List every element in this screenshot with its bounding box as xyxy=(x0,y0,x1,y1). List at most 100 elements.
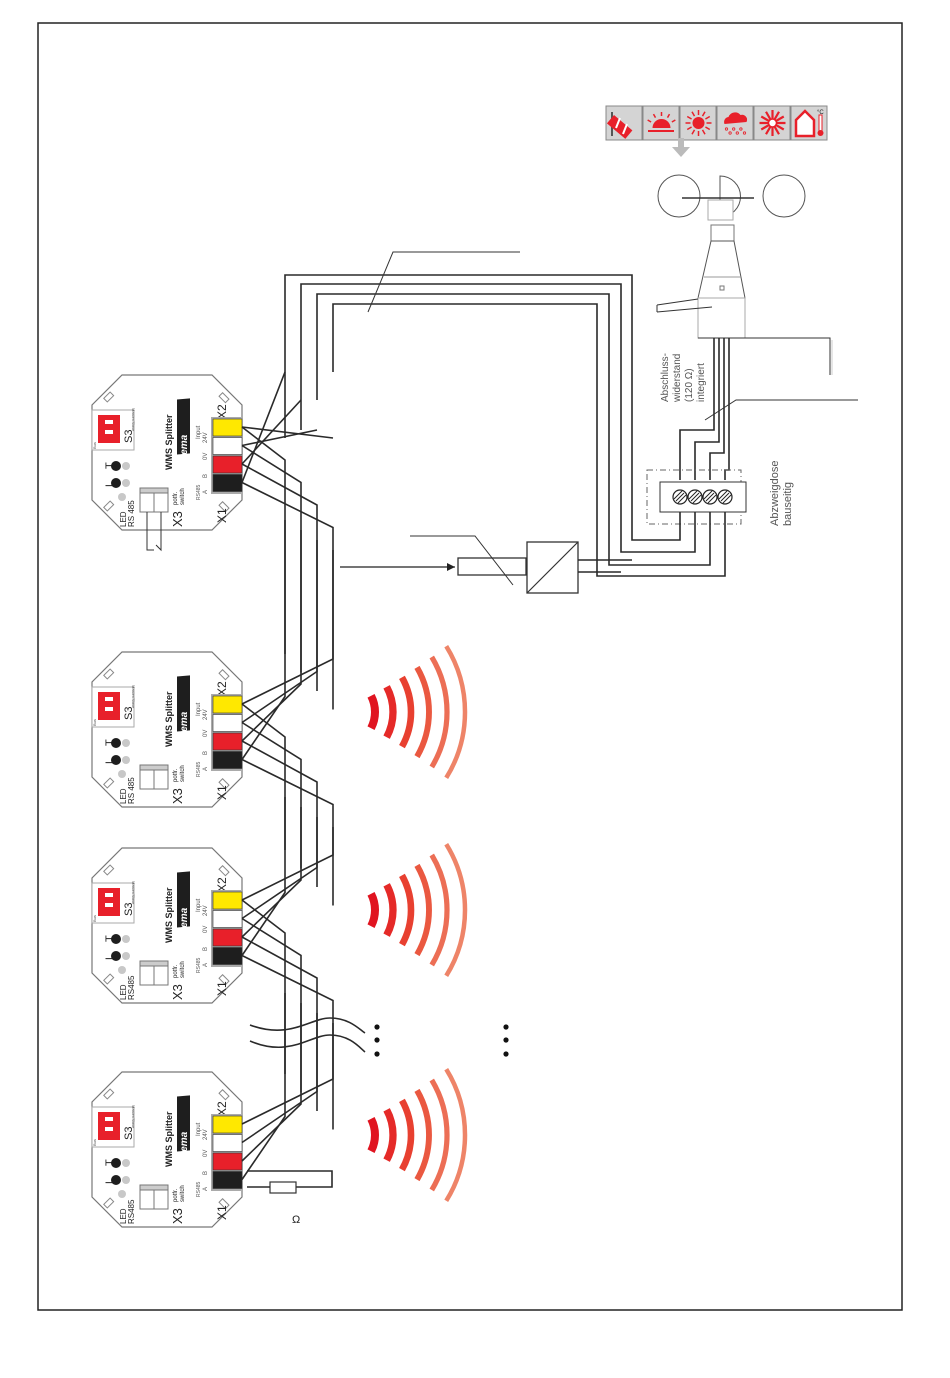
dip-switch-s3[interactable] xyxy=(98,1112,120,1140)
screw-terminal-icon xyxy=(717,489,733,505)
x3-sub-label: switch xyxy=(180,1185,186,1202)
terminal-a[interactable] xyxy=(212,474,243,492)
x3-sub-label: potfr. xyxy=(173,768,179,782)
screw-terminal-icon xyxy=(687,489,703,505)
junction-box-label-line: Abzweigdose xyxy=(769,461,781,526)
terminal-a[interactable] xyxy=(212,751,243,769)
junction-box-label: Abzweigdosebauseitig xyxy=(769,461,794,526)
t-label: T xyxy=(104,1159,116,1166)
splitter-title: WMS Splitter xyxy=(164,1111,174,1167)
svg-text:Input: Input xyxy=(196,1122,202,1136)
x1-label: X1 xyxy=(215,1205,229,1220)
dip-switch-s3[interactable] xyxy=(98,888,120,916)
terminal-b[interactable] xyxy=(212,455,243,474)
screw-terminal-icon xyxy=(672,489,688,505)
svg-text:warema: warema xyxy=(179,711,190,749)
dip-switch-s3[interactable] xyxy=(98,415,120,443)
radio-waves-icon xyxy=(367,644,468,780)
terminator-resistor-label: Abschluss-widerstand(120 Ω)integriert xyxy=(660,353,707,403)
led-rs485-icon xyxy=(118,493,126,501)
terminal-24v[interactable] xyxy=(212,695,243,714)
t-label: T xyxy=(104,739,116,746)
svg-text:°C: °C xyxy=(817,110,824,116)
svg-text:0V: 0V xyxy=(203,730,209,737)
cable-break-symbol xyxy=(249,1017,366,1053)
svg-text:24V: 24V xyxy=(203,432,209,443)
terminal-0v[interactable] xyxy=(212,714,243,732)
dip-switch-s3[interactable] xyxy=(98,692,120,720)
s3-label: S3 xyxy=(123,430,135,443)
terminal-0v[interactable] xyxy=(212,437,243,455)
svg-text:24V: 24V xyxy=(203,1129,209,1140)
terminal-0v[interactable] xyxy=(212,910,243,928)
wind-sock-icon xyxy=(605,105,643,141)
sun-icon xyxy=(679,105,717,141)
x2-label: X2 xyxy=(215,877,229,892)
x1-label: X1 xyxy=(215,785,229,800)
svg-text:Input: Input xyxy=(196,425,202,439)
terminal-a[interactable] xyxy=(212,947,243,965)
l-label: L xyxy=(104,758,116,764)
x1-label: X1 xyxy=(215,981,229,996)
s3-label: S3 xyxy=(123,1127,135,1140)
terminal-b[interactable] xyxy=(212,1152,243,1171)
terminal-b[interactable] xyxy=(212,732,243,751)
splitter-title: WMS Splitter xyxy=(164,414,174,470)
terminal-0v[interactable] xyxy=(212,1134,243,1152)
terminal-a[interactable] xyxy=(212,1171,243,1189)
l-label: L xyxy=(104,481,116,487)
svg-text:warema: warema xyxy=(179,434,190,472)
svg-text:B: B xyxy=(203,1171,209,1175)
rs485-led-label: RS485 xyxy=(127,1199,136,1224)
x3-label: X3 xyxy=(170,511,185,527)
led-t-icon xyxy=(111,934,121,944)
x3-sub-label: switch xyxy=(180,961,186,978)
splitter-title: WMS Splitter xyxy=(164,691,174,747)
s3-label: S3 xyxy=(123,903,135,916)
power-supply xyxy=(340,535,632,594)
x3-label: X3 xyxy=(170,788,185,804)
rs485-led-label: RS 485 xyxy=(127,777,136,804)
continuation-dots-icon xyxy=(374,1024,380,1057)
t-label: T xyxy=(104,462,116,469)
sensor-cable xyxy=(679,338,858,480)
svg-text:0V: 0V xyxy=(203,453,209,460)
x3-sub-label: switch xyxy=(180,765,186,782)
led-rs485-icon xyxy=(118,1190,126,1198)
weather-sensor xyxy=(656,174,833,375)
led-t-icon xyxy=(111,738,121,748)
master-slave-label: Master/Slave xyxy=(131,408,136,432)
x3-sub-label: potfr. xyxy=(173,964,179,978)
terminal-24v[interactable] xyxy=(212,891,243,910)
terminal-24v[interactable] xyxy=(212,418,243,437)
terminal-b[interactable] xyxy=(212,928,243,947)
weather-icon-strip: °C xyxy=(605,105,828,141)
x3-label: X3 xyxy=(170,984,185,1000)
led-l-icon xyxy=(111,1175,121,1185)
svg-text:A: A xyxy=(203,767,209,771)
brand-logo xyxy=(177,1095,190,1152)
led-label: LED xyxy=(119,511,128,527)
svg-text:B: B xyxy=(203,947,209,951)
led-l-icon xyxy=(111,755,121,765)
x2-label: X2 xyxy=(215,404,229,419)
terminator-label-line: widerstand xyxy=(672,354,683,403)
svg-text:0V: 0V xyxy=(203,926,209,933)
x2-label: X2 xyxy=(215,1101,229,1116)
continuation-dots-icon xyxy=(503,1024,509,1057)
svg-text:RS485: RS485 xyxy=(196,761,202,777)
sunrise-twilight-icon xyxy=(642,105,680,141)
svg-text:RS485: RS485 xyxy=(196,957,202,973)
terminal-24v[interactable] xyxy=(212,1115,243,1134)
master-slave-label: Master/Slave xyxy=(131,685,136,709)
l-label: L xyxy=(104,1178,116,1184)
led-label: LED xyxy=(119,788,128,804)
radio-waves-icon xyxy=(367,1067,468,1203)
svg-text:24V: 24V xyxy=(203,905,209,916)
svg-text:24V: 24V xyxy=(203,709,209,720)
svg-text:RS485: RS485 xyxy=(196,484,202,500)
master-slave-label: Master/Slave xyxy=(131,881,136,905)
